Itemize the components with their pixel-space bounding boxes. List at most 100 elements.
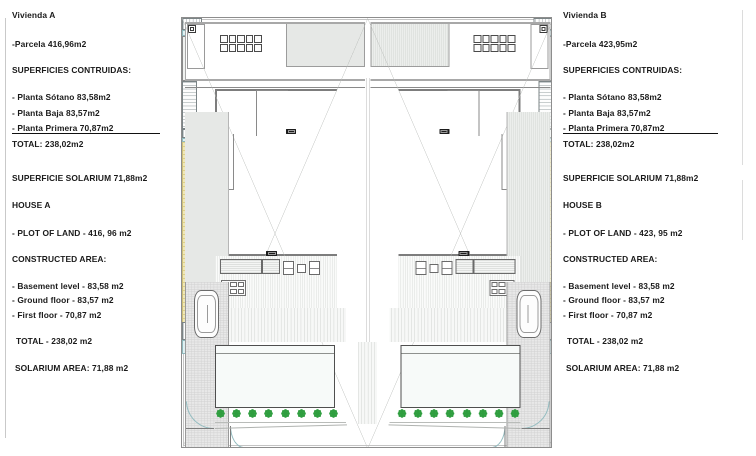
label-vivienda-a: Vivienda A xyxy=(12,10,56,20)
entry-door-leaf-a xyxy=(186,428,214,430)
sun-lounger-single-b xyxy=(455,259,473,274)
ff-niche-step-b xyxy=(477,90,479,136)
label-basement-a: - Basement level - 83,58 m2 xyxy=(12,281,124,291)
label-superficies-heading-b: SUPERFICIES CONTRUIDAS: xyxy=(563,65,683,75)
shrub xyxy=(397,409,406,418)
stair-enclosure-right-b xyxy=(501,134,502,190)
shrub xyxy=(216,409,225,418)
entry-door-leaf-b xyxy=(521,428,549,430)
roof-hatch-mark-b xyxy=(439,129,449,134)
dining-chair xyxy=(237,288,244,294)
sun-lounger-pair-a xyxy=(220,259,262,274)
shrub xyxy=(494,409,503,418)
label-first-floor-a: - First floor - 70,87 m2 xyxy=(12,310,102,320)
shrub xyxy=(329,409,338,418)
terrace-cabinet-3-b xyxy=(415,261,426,275)
parked-car-b xyxy=(516,290,541,338)
label-superficies-heading-a: SUPERFICIES CONTRUIDAS: xyxy=(12,65,132,75)
threshold-mark-a xyxy=(266,251,277,256)
label-total-es-b: TOTAL: 238,02m2 xyxy=(563,139,635,149)
label-first-floor-b: - First floor - 70,87 m2 xyxy=(563,310,653,320)
shrub xyxy=(264,409,274,418)
label-total-en-a: TOTAL - 238,02 m2 xyxy=(16,336,93,346)
shrub xyxy=(313,409,322,418)
page-rule-right-lower xyxy=(742,180,743,240)
terrace-cabinet-2-b xyxy=(429,264,438,273)
label-solarium-en-b: SOLARIUM AREA: 71,88 m2 xyxy=(566,363,680,373)
car-centre-line xyxy=(206,304,208,324)
front-boundary-b xyxy=(389,422,520,423)
terrace-cabinet-1-a xyxy=(283,261,294,275)
shrub xyxy=(461,409,471,418)
label-plot-b: - PLOT OF LAND - 423, 95 m2 xyxy=(563,228,683,238)
label-constructed-heading-a: CONSTRUCTED AREA: xyxy=(12,254,107,264)
front-boundary-a xyxy=(215,422,346,423)
shrub xyxy=(445,409,455,418)
shrub xyxy=(510,409,519,418)
ff-niche-top-b xyxy=(447,90,479,92)
ff-niche-top-a xyxy=(256,90,288,92)
area-schedule-house-b: Vivienda B -Parcela 423,95m2 SUPERFICIES… xyxy=(561,0,751,456)
garden-gate-leaf-a xyxy=(230,426,232,447)
label-ground-floor-a: - Ground floor - 83,57 m2 xyxy=(12,295,114,305)
swimming-pool-b xyxy=(400,345,520,408)
shrub xyxy=(429,409,439,418)
skylight-void-b xyxy=(513,36,551,81)
lower-terrace-deck-a xyxy=(215,308,346,342)
label-house-a: HOUSE A xyxy=(12,200,51,210)
label-constructed-heading-b: CONSTRUCTED AREA: xyxy=(563,254,658,264)
shared-centre-path xyxy=(358,342,377,424)
roof-hatch-mark-a xyxy=(286,129,296,134)
label-planta-baja-a: - Planta Baja 83,57m2 xyxy=(12,108,100,118)
terrace-cabinet-1-b xyxy=(441,261,452,275)
label-planta-baja-b: - Planta Baja 83,57m2 xyxy=(563,108,651,118)
dining-chair xyxy=(498,288,505,294)
dining-chair xyxy=(237,282,244,288)
unit-a-plan xyxy=(182,18,368,447)
label-total-en-b: TOTAL - 238,02 m2 xyxy=(567,336,644,346)
label-planta-sotano-a: - Planta Sótano 83,58m2 xyxy=(12,92,111,102)
terrace-cabinet-2-a xyxy=(297,264,306,273)
shrub-hedge-a xyxy=(216,409,338,420)
page-rule-left xyxy=(5,18,6,438)
pool-step-ledge-b xyxy=(401,353,519,354)
dining-chair xyxy=(498,282,505,288)
dining-chair xyxy=(491,288,498,294)
sun-lounger-single-a xyxy=(262,259,280,274)
label-plot-a: - PLOT OF LAND - 416, 96 m2 xyxy=(12,228,132,238)
car-body-outline xyxy=(197,295,216,333)
floor-plan-drawing[interactable] xyxy=(181,17,552,448)
shrub xyxy=(477,409,487,418)
pool-step-ledge-a xyxy=(216,353,334,354)
label-solarium-es-a: SUPERFICIE SOLARIUM 71,88m2 xyxy=(12,173,148,183)
swimming-pool-a xyxy=(215,345,335,408)
label-parcela-b: -Parcela 423,95m2 xyxy=(563,39,638,49)
area-schedule-house-a: Vivienda A -Parcela 416,96m2 SUPERFICIES… xyxy=(10,0,182,456)
label-total-es-a: TOTAL: 238,02m2 xyxy=(12,139,84,149)
shrub xyxy=(296,409,306,418)
label-vivienda-b: Vivienda B xyxy=(563,10,607,20)
dining-chair xyxy=(230,288,237,294)
shrub xyxy=(232,409,241,418)
label-ground-floor-b: - Ground floor - 83,57 m2 xyxy=(563,295,665,305)
page-rule-right-upper xyxy=(742,10,743,165)
sun-lounger-pair-b xyxy=(473,259,515,274)
shrub xyxy=(413,409,422,418)
label-house-b: HOUSE B xyxy=(563,200,602,210)
shrub-hedge-b xyxy=(397,409,519,420)
dining-chair xyxy=(230,282,237,288)
car-centre-line xyxy=(527,304,529,324)
label-planta-primera-b: - Planta Primera 70,87m2 xyxy=(563,124,718,135)
side-garden-strip-a xyxy=(185,112,229,282)
lower-terrace-deck-b xyxy=(389,308,520,342)
parked-car-a xyxy=(194,290,219,338)
shrub xyxy=(248,409,258,418)
skylight-void-a xyxy=(182,36,222,81)
garden-gate-leaf-b xyxy=(503,426,505,447)
label-planta-sotano-b: - Planta Sótano 83,58m2 xyxy=(563,92,662,102)
plot-boundary-left-a xyxy=(185,282,187,447)
terrace-cabinet-3-a xyxy=(309,261,320,275)
ff-niche-step-a xyxy=(256,90,258,136)
shrub xyxy=(280,409,290,418)
